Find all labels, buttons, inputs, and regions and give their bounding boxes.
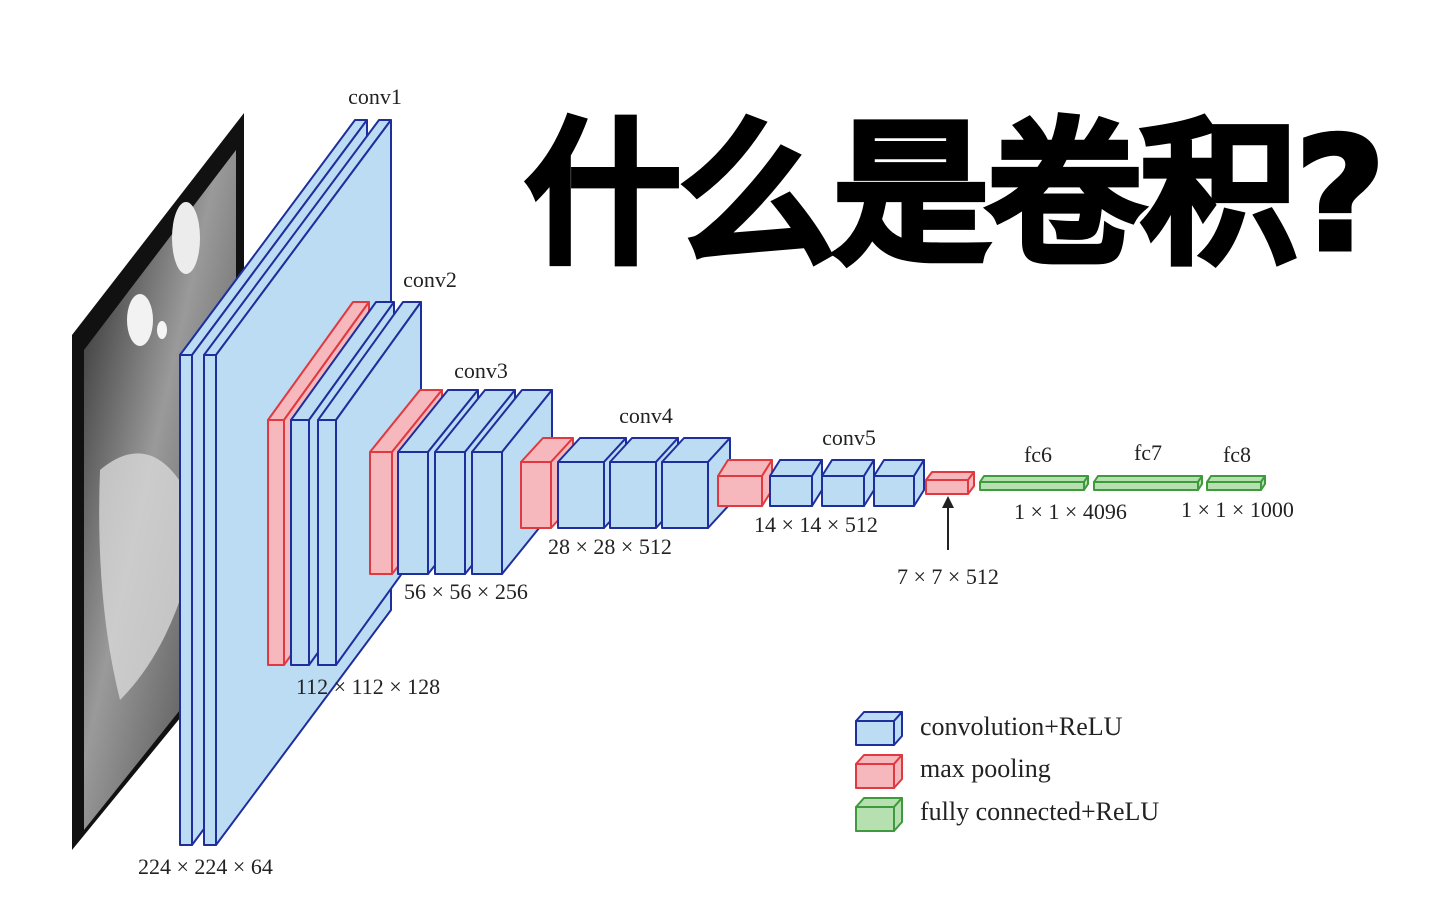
conv-block-conv5 [769,459,823,507]
pool5-arrow [942,496,954,550]
dims-fc6-fc7: 1 × 1 × 4096 [1014,499,1127,524]
layer-label-conv4: conv4 [619,403,673,428]
legend-label: convolution+ReLU [920,712,1123,741]
dims-pool5: 7 × 7 × 512 [897,564,999,589]
legend-item-fully-connected: fully connected+ReLU [855,797,1159,832]
legend-cube-icon [855,797,903,832]
pool-block-pool5 [925,471,975,495]
fc-block-fc7 [1093,475,1203,491]
layer-label-fc8: fc8 [1223,442,1251,467]
network-layers [179,119,1266,846]
legend-cube [855,797,903,832]
dims-conv3: 56 × 56 × 256 [404,579,528,604]
legend-cube [855,711,903,746]
layer-label-fc6: fc6 [1024,442,1052,467]
page-title: 什么是卷积? [523,102,1389,289]
conv-block-conv5 [873,459,925,507]
conv-block-conv5 [821,459,875,507]
dims-conv5: 14 × 14 × 512 [754,512,878,537]
legend-item-max-pooling: max pooling [855,754,1051,789]
dims-conv4: 28 × 28 × 512 [548,534,672,559]
legend: convolution+ReLU max pooling fully conne… [855,711,1159,832]
layer-label-fc7: fc7 [1134,440,1162,465]
legend-item-convolution: convolution+ReLU [855,711,1123,746]
fc-block-fc8 [1206,475,1266,491]
layer-label-conv5: conv5 [822,425,876,450]
dims-conv1: 224 × 224 × 64 [138,854,273,879]
layer-label-conv2: conv2 [403,267,457,292]
legend-cube [855,754,903,789]
legend-cube-icon [855,711,903,746]
legend-cube-icon [855,754,903,789]
layer-label-conv3: conv3 [454,358,508,383]
dims-fc8: 1 × 1 × 1000 [1181,497,1294,522]
fc-block-fc6 [979,475,1089,491]
legend-label: fully connected+ReLU [920,797,1159,826]
pool-block-pool4 [717,459,773,507]
layer-label-conv1: conv1 [348,84,402,109]
dims-conv2: 112 × 112 × 128 [296,674,440,699]
dimension-labels: 224 × 224 × 64 112 × 112 × 128 56 × 56 ×… [138,497,1294,879]
layer-labels: conv1 conv2 conv3 conv4 conv5 fc6 fc7 fc… [348,84,1251,467]
legend-label: max pooling [920,754,1051,783]
